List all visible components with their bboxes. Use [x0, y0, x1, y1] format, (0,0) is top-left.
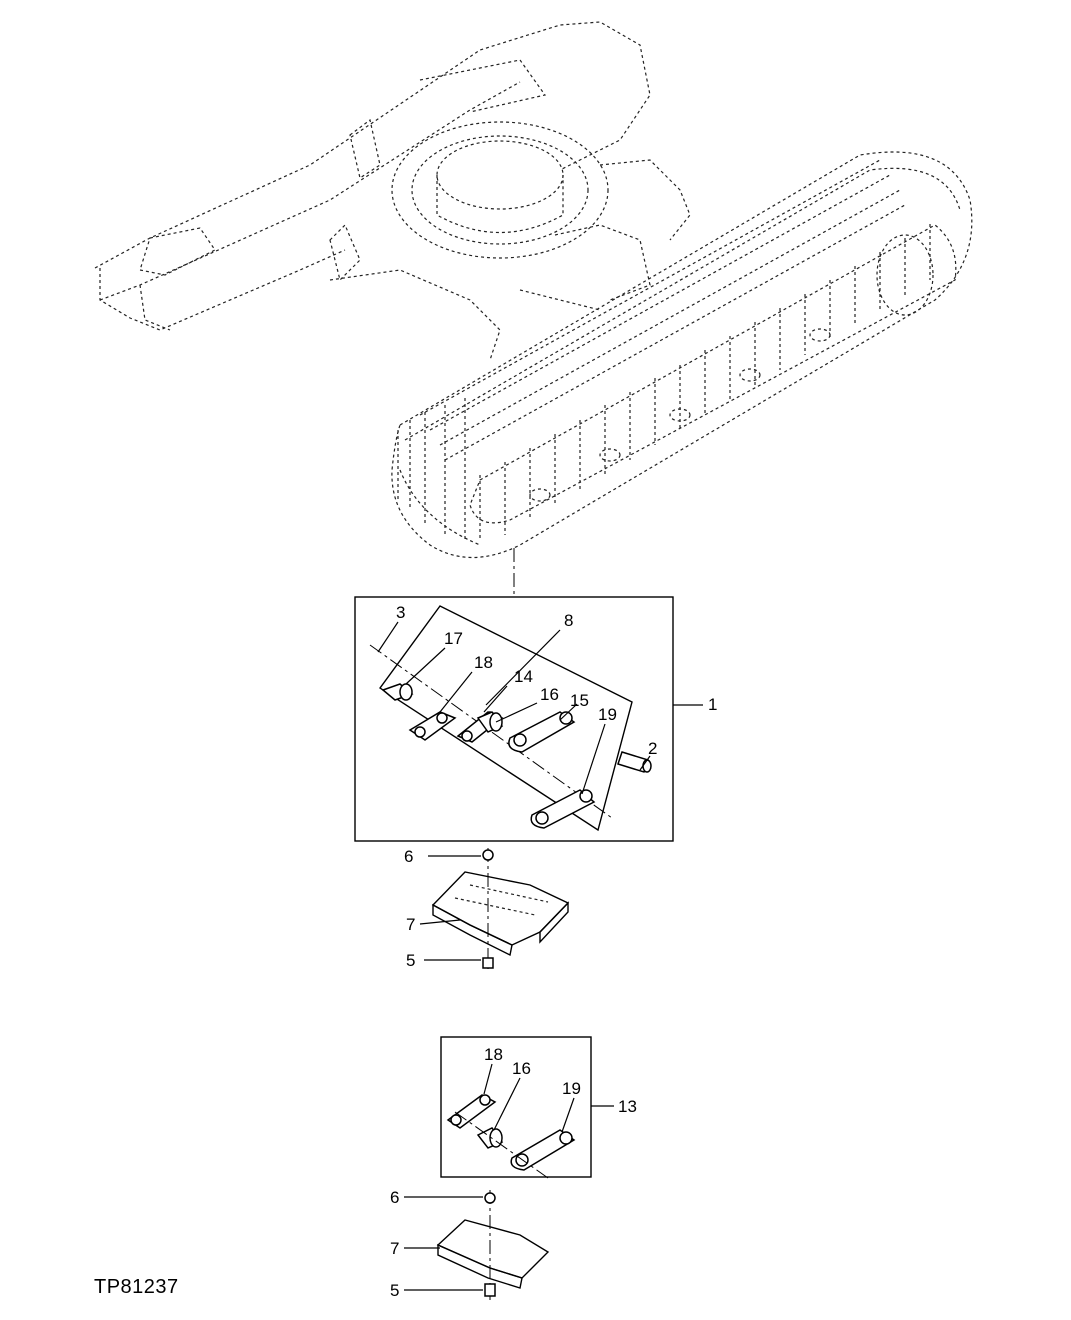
link-18: [408, 711, 457, 741]
callout-18-upper: 18: [474, 653, 493, 672]
crawler-track-phantom: [391, 151, 973, 559]
callout-14: 14: [514, 667, 533, 686]
undercarriage-frame-phantom: [94, 21, 691, 361]
callout-labels: 1 2 3 8 17 18 14 16 15 19 6 7 5 18 16 19…: [390, 603, 717, 1300]
callout-7-lower: 7: [390, 1239, 399, 1258]
callout-6-lower: 6: [390, 1188, 399, 1207]
callout-15: 15: [570, 691, 589, 710]
callout-5-lower: 5: [390, 1281, 399, 1300]
pin-17: [381, 683, 414, 701]
callout-16-upper: 16: [540, 685, 559, 704]
link-19: [530, 789, 596, 829]
callout-2: 2: [648, 739, 657, 758]
callout-13: 13: [618, 1097, 637, 1116]
callout-8: 8: [564, 611, 573, 630]
callout-3: 3: [396, 603, 405, 622]
link-set-box: [440, 1036, 614, 1179]
callout-7-upper: 7: [406, 915, 415, 934]
track-shoe-lower: [404, 1190, 550, 1300]
figure-reference-code: TP81237: [94, 1276, 179, 1298]
callout-19-lower: 19: [562, 1079, 581, 1098]
callout-18-lower: 18: [484, 1045, 503, 1064]
callout-5-upper: 5: [406, 951, 415, 970]
callout-1: 1: [708, 695, 717, 714]
callout-16-lower: 16: [512, 1059, 531, 1078]
callout-19-upper: 19: [598, 705, 617, 724]
track-shoe-upper: [419, 848, 570, 972]
link-15: [508, 711, 576, 753]
track-chain-assembly-box: [354, 596, 703, 842]
leaders-box-1: [377, 621, 651, 795]
callout-6-upper: 6: [404, 847, 413, 866]
callout-17: 17: [444, 629, 463, 648]
